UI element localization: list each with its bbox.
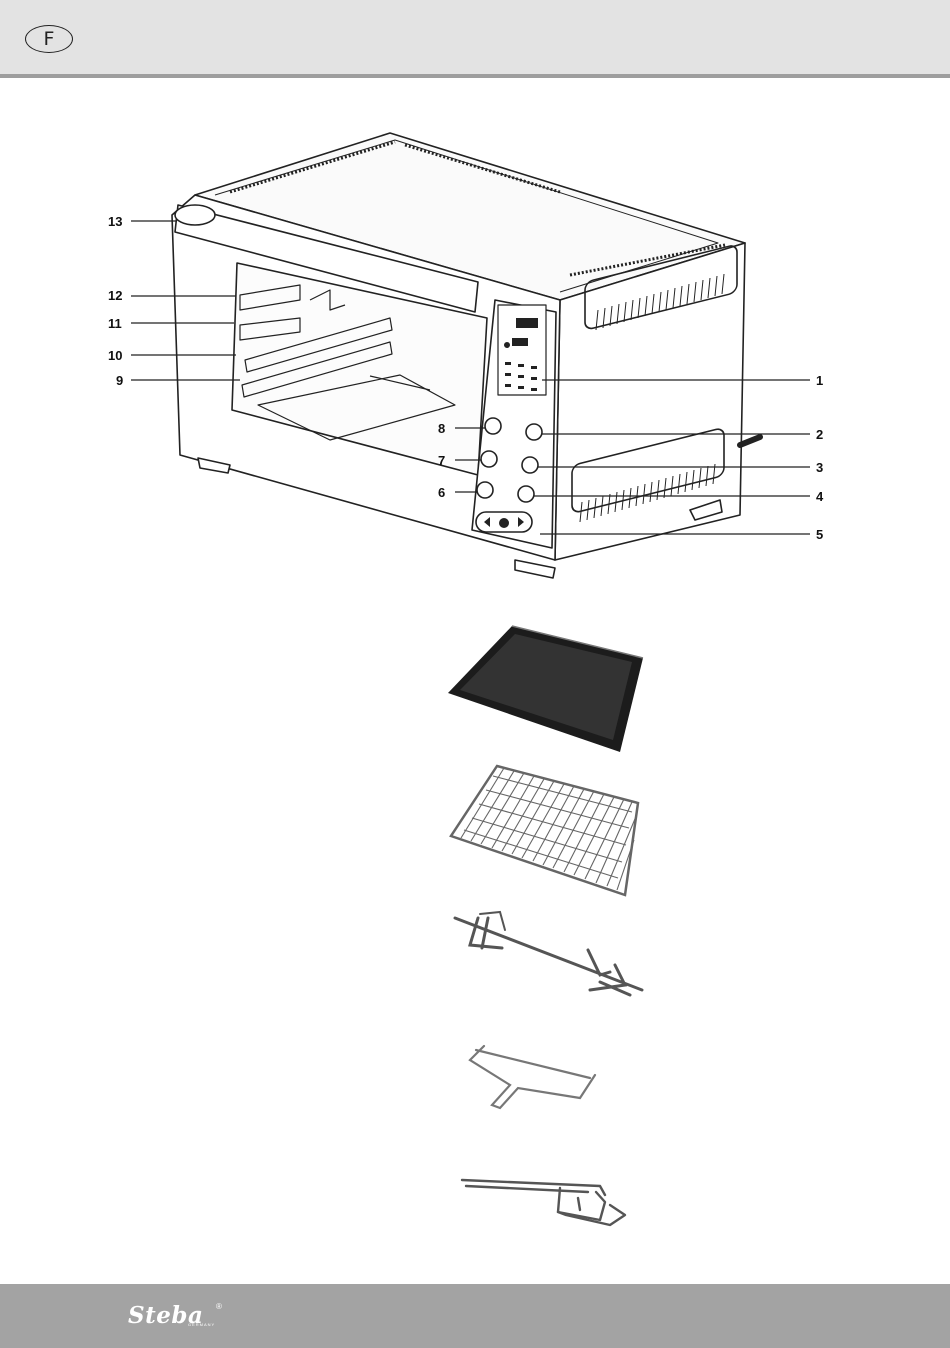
callout-9: 9 [116,373,123,388]
callout-1: 1 [816,373,823,388]
callout-5: 5 [816,527,823,542]
callout-6: 6 [438,485,445,500]
callout-13: 13 [108,214,122,229]
callout-7: 7 [438,453,445,468]
callout-4: 4 [816,489,824,504]
callout-2: 2 [816,427,823,442]
callout-8: 8 [438,421,445,436]
rotisserie-holder-image [470,1046,595,1108]
baking-tray-image [448,626,643,752]
brand-subtitle: GERMANY [188,1322,215,1327]
callout-10: 10 [108,348,122,363]
callout-11: 11 [108,316,122,331]
brand-registered-mark: ® [216,1302,222,1311]
oven-drawing [172,133,760,578]
wire-rack-image [451,766,638,895]
tray-lifter-image [462,1180,625,1225]
rotisserie-spit-image [455,912,642,995]
callout-12: 12 [108,288,122,303]
callout-3: 3 [816,460,823,475]
